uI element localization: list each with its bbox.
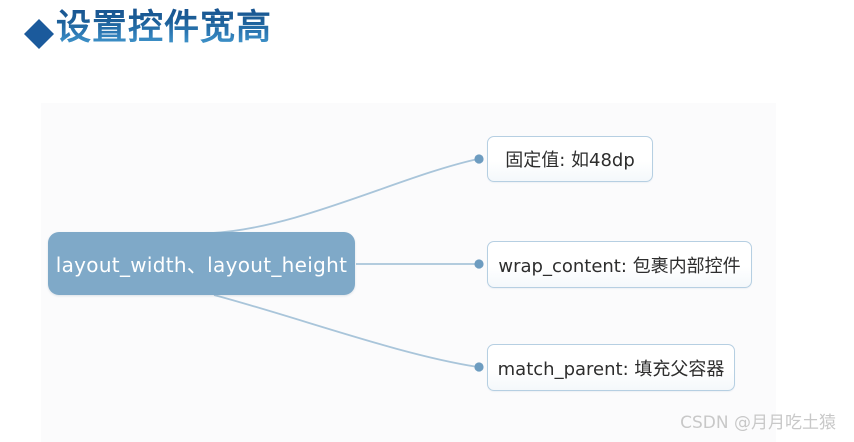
mindmap-node-fixed-value[interactable]: 固定值: 如48dp — [487, 136, 653, 182]
mindmap-node-wrap-content[interactable]: wrap_content: 包裹内部控件 — [487, 241, 752, 288]
mindmap-node-match-parent[interactable]: match_parent: 填充父容器 — [487, 344, 735, 391]
page-title: 设置控件宽高 — [24, 4, 272, 52]
mindmap-node-fixed-value-label: 固定值: 如48dp — [505, 150, 635, 171]
mindmap-node-match-parent-label: match_parent: 填充父容器 — [497, 358, 725, 380]
mindmap-root-label: layout_width、layout_height — [55, 253, 348, 277]
mindmap-node-wrap-content-label: wrap_content: 包裹内部控件 — [498, 255, 741, 277]
mindmap-root-node[interactable]: layout_width、layout_height — [48, 232, 355, 295]
diamond-bullet-icon — [24, 4, 54, 49]
watermark: CSDN @月月吃土猿 — [680, 413, 836, 433]
page-title-text: 设置控件宽高 — [56, 8, 273, 48]
